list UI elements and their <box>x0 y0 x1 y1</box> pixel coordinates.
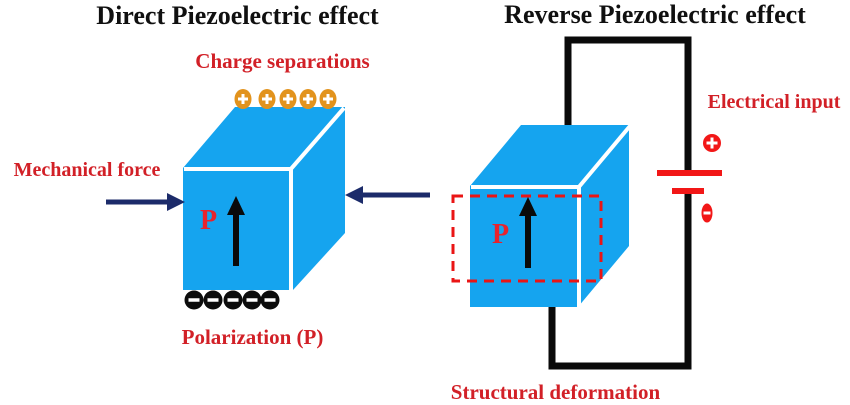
plus-charge-icon <box>299 89 317 109</box>
direct-effect-title: Direct Piezoelectric effect <box>96 1 379 30</box>
positive-charges-row <box>234 89 337 109</box>
minus-charge-icon <box>203 290 223 310</box>
right-crystal-cube <box>470 124 632 307</box>
structural-deformation-label: Structural deformation <box>450 380 661 404</box>
circuit-wire-bottom <box>548 194 692 370</box>
battery-plus-icon <box>703 134 721 152</box>
reverse-effect-title: Reverse Piezoelectric effect <box>504 0 806 29</box>
plus-charge-icon <box>319 89 337 109</box>
mechanical-force-label: Mechanical force <box>13 159 161 181</box>
mechanical-force-right-arrow-icon <box>345 186 430 204</box>
polarization-label: Polarization (P) <box>181 325 324 349</box>
plus-charge-icon <box>279 89 297 109</box>
battery-positive-plate <box>657 170 722 176</box>
left-polarization-p-symbol: P <box>200 205 218 236</box>
electrical-input-label: Electrical input <box>707 91 841 113</box>
plus-charge-icon <box>234 89 252 109</box>
right-polarization-arrow-icon <box>519 197 537 268</box>
minus-charge-icon <box>184 290 204 310</box>
negative-charges-row <box>184 290 280 310</box>
charge-separations-label: Charge separations <box>195 49 370 73</box>
minus-charge-icon <box>223 290 243 310</box>
left-cube-edge-diagonal <box>288 106 346 172</box>
mechanical-force-left-arrow-icon <box>106 193 185 211</box>
battery-negative-plate <box>672 188 704 194</box>
plus-charge-icon <box>258 89 276 109</box>
circuit-wire-top <box>564 36 692 170</box>
minus-charge-icon <box>260 290 280 310</box>
left-polarization-arrow-icon <box>227 196 245 266</box>
right-cube-body <box>470 125 629 307</box>
left-crystal-cube <box>183 106 346 290</box>
right-cube-edge-diagonal <box>576 124 632 190</box>
undeformed-shape-dashed-outline <box>451 194 603 283</box>
right-polarization-p-symbol: P <box>492 219 510 250</box>
minus-charge-icon <box>242 290 262 310</box>
battery-minus-icon <box>701 203 713 223</box>
